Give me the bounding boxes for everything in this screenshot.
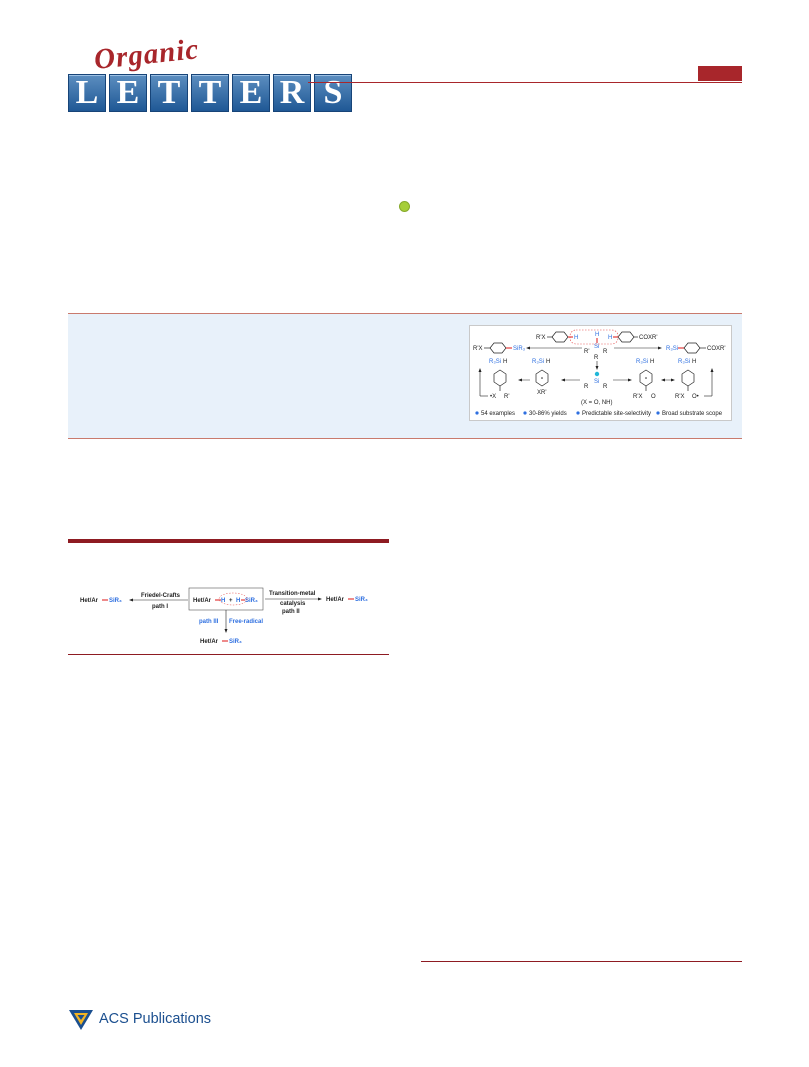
toc-bullet: 30-86% yields (529, 411, 567, 417)
fig1-bottom-product-a: Het/Ar (200, 639, 219, 645)
toc-center-r-right: R (603, 384, 608, 390)
header-tab (698, 66, 742, 81)
fig1-path1-bottom: path I (152, 604, 168, 610)
fig1-reactant-a: Het/Ar (193, 598, 212, 604)
toc-int3-label-b: O (651, 394, 656, 400)
toc-int3-label-a: R'X (633, 394, 642, 400)
logo-letter: T (191, 74, 229, 112)
toc-reagent-left: R'X (473, 346, 482, 352)
publisher-name: ACS Publications (99, 1011, 212, 1027)
header-rule (308, 82, 742, 83)
toc-int1-h: H (503, 359, 507, 365)
toc-bullet: Predictable site-selectivity (582, 411, 651, 417)
toc-silane-r-left: R' (584, 349, 589, 355)
toc-arrow-h: H (574, 335, 578, 341)
fig1-right-product-b: SiR₃ (355, 597, 368, 603)
fig1-bottom-product-b: SiR₃ (229, 639, 242, 645)
figure-bottom-rule (68, 654, 389, 655)
acs-mark-icon (69, 1010, 93, 1030)
toc-right-h: H (608, 335, 612, 341)
fig1-path1-top: Friedel-Crafts (141, 593, 181, 599)
figure-1: Het/Ar SiR₃ Friedel-Crafts path I Het/Ar… (68, 575, 389, 653)
logo-letter: L (68, 74, 106, 112)
fig1-right-product-a: Het/Ar (326, 597, 345, 603)
toc-silane-r-bottom: R (594, 355, 599, 361)
journal-logo: Organic L E T T E R S (68, 33, 352, 114)
publisher-logo[interactable]: ACS Publications (68, 1006, 211, 1032)
fig1-path3-label: path III (199, 619, 219, 625)
fig1-path3-type: Free-radical (229, 619, 263, 625)
logo-letter: T (150, 74, 188, 112)
fig1-reactant-si: SiR₃ (245, 598, 258, 604)
toc-int4-label-a: R'X (675, 394, 684, 400)
toc-int4-h: H (692, 359, 696, 365)
toc-graphic: R'X SiR₃ R'X H H Si R' R R H COXR' R₃Si (469, 325, 732, 421)
toc-silane-si: Si (594, 344, 599, 350)
footnote-rule (421, 961, 742, 962)
fig1-path2-bottom: path II (282, 609, 300, 615)
journal-logo-script: Organic (92, 33, 201, 77)
toc-int4-r3si: R₃Si (678, 359, 690, 365)
toc-int1-r3si: R₃Si (489, 359, 501, 365)
fig1-reactant-h2: H (236, 598, 240, 604)
toc-center-si: Si (594, 379, 599, 385)
toc-bullet: Broad substrate scope (662, 411, 723, 417)
toc-int3-h: H (650, 359, 654, 365)
toc-int1-label: •X (490, 394, 496, 400)
fig1-reactant-h: H (221, 598, 225, 604)
toc-reagent-top: R'X (536, 335, 545, 341)
toc-product-right-si: R₃Si (666, 346, 678, 352)
toc-int3-r3si: R₃Si (636, 359, 648, 365)
fig1-path2-top-b: catalysis (280, 601, 306, 607)
toc-silane-h: H (595, 332, 599, 338)
orcid-icon[interactable] (399, 201, 410, 212)
toc-product-left: SiR₃ (513, 346, 526, 352)
toc-int4-label-b: O• (692, 394, 699, 400)
toc-int2-h: H (546, 359, 550, 365)
journal-logo-letters: L E T T E R S (68, 74, 352, 112)
fig1-left-product-a: Het/Ar (80, 598, 99, 604)
logo-letter: E (232, 74, 270, 112)
fig1-left-product-b: SiR₃ (109, 598, 122, 604)
figure-top-rule (68, 539, 389, 543)
toc-center-r-left: R (584, 384, 589, 390)
logo-letter: S (314, 74, 352, 112)
toc-x-note: (X = O, NH) (581, 400, 613, 406)
toc-silane-r-right: R (603, 349, 608, 355)
logo-letter: R (273, 74, 311, 112)
toc-bullet: 54 examples (481, 411, 515, 417)
toc-product-right-group: COXR' (707, 346, 725, 352)
toc-int2-label: XR' (537, 390, 546, 396)
toc-int2-r3si: R₃Si (532, 359, 544, 365)
logo-letter: E (109, 74, 147, 112)
fig1-reactant-plus: + (229, 598, 233, 604)
toc-right-group: COXR' (639, 335, 657, 341)
fig1-path2-top-a: Transition-metal (269, 591, 316, 597)
toc-int1-label-b: R' (504, 394, 509, 400)
